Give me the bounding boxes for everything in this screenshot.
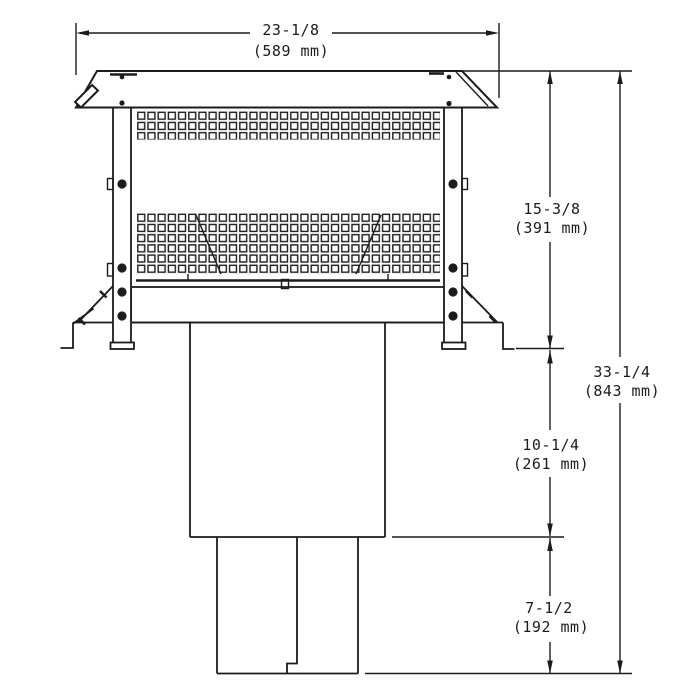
- rivet: [448, 263, 458, 273]
- dim-total-height-metric: (843 mm): [584, 382, 660, 400]
- flashing-brace-right: [461, 285, 499, 324]
- lid-inner-slope-right: [455, 71, 489, 107]
- flashing-step-right: [502, 322, 515, 350]
- mesh-brace-right: [355, 214, 382, 275]
- dimension-cap-height: 15-3/8 (391 mm): [514, 71, 590, 349]
- dim-total-height-inches: 33-1/4: [593, 363, 650, 381]
- dimension-total-height: 33-1/4 (843 mm): [584, 71, 660, 674]
- right-post-foot: [441, 341, 467, 350]
- rivet: [117, 311, 127, 321]
- dim-width-metric: (589 mm): [253, 42, 329, 60]
- left-clip-upper: [106, 177, 114, 191]
- right-post: [441, 106, 469, 350]
- rivet: [117, 263, 127, 273]
- rivet: [448, 179, 458, 189]
- dim-mid-height-inches: 10-1/4: [522, 436, 579, 454]
- base-collar: [130, 286, 446, 324]
- mesh-bottom-rail: [136, 274, 440, 290]
- flashing-brace-left: [72, 285, 114, 326]
- extension-lines-right: [365, 70, 632, 675]
- roof-flashing: [60, 321, 515, 350]
- lid-rivet: [446, 100, 452, 107]
- dim-cap-height-inches: 15-3/8: [523, 200, 580, 218]
- right-clip-lower: [461, 262, 469, 277]
- dim-lower-height-inches: 7-1/2: [525, 599, 573, 617]
- dimension-lower-height: 7-1/2 (192 mm): [513, 538, 589, 674]
- mesh-screen-upper: [136, 111, 440, 140]
- mesh-screen-lower: [136, 213, 440, 275]
- lid-corner-flap: [73, 83, 100, 109]
- rivet: [448, 287, 458, 297]
- dim-width-inches: 23-1/8: [262, 21, 319, 39]
- rivet: [117, 287, 127, 297]
- dim-cap-height-metric: (391 mm): [514, 219, 590, 237]
- right-clip-upper: [461, 177, 469, 191]
- dimension-mid-height: 10-1/4 (261 mm): [513, 350, 589, 537]
- pipe-seam: [286, 537, 298, 674]
- lid-rivet: [119, 74, 125, 80]
- rivet: [448, 311, 458, 321]
- rivet: [117, 179, 127, 189]
- left-post: [106, 106, 135, 350]
- lid-rivet: [119, 100, 125, 106]
- lid-rivet: [446, 74, 452, 80]
- cap-lid: [73, 70, 500, 109]
- flashing-step-left: [60, 322, 74, 349]
- mesh-brace-left: [195, 214, 222, 275]
- center-clip: [280, 278, 290, 290]
- outer-pipe: [189, 322, 386, 538]
- inner-pipe: [216, 537, 359, 675]
- dim-mid-height-metric: (261 mm): [513, 455, 589, 473]
- left-clip-lower: [106, 262, 114, 277]
- dim-lower-height-metric: (192 mm): [513, 618, 589, 636]
- left-post-foot: [109, 341, 135, 350]
- dimension-width: 23-1/8 (589 mm): [75, 21, 500, 98]
